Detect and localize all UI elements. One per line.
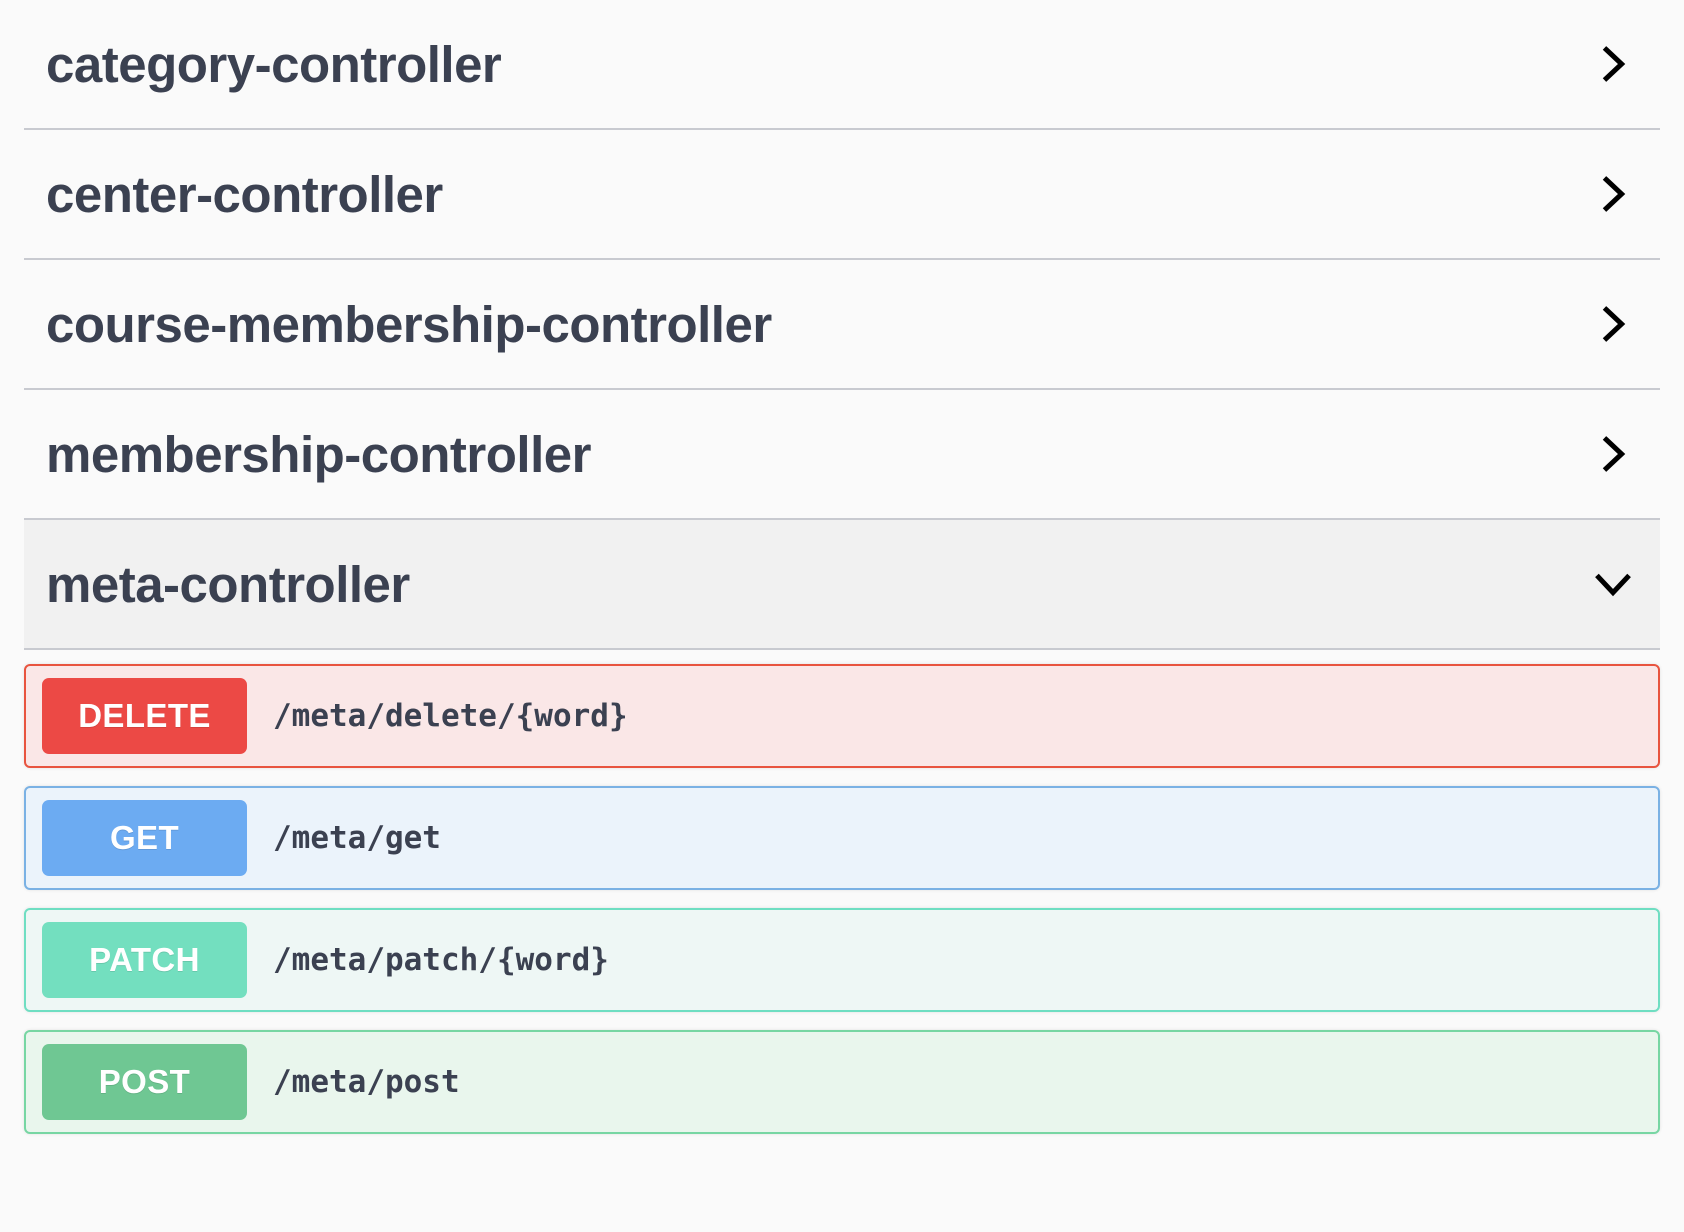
method-badge: POST bbox=[42, 1044, 247, 1120]
chevron-right-icon[interactable] bbox=[1590, 171, 1636, 217]
operation-row[interactable]: POST /meta/post bbox=[24, 1030, 1660, 1134]
operation-row[interactable]: DELETE /meta/delete/{word} bbox=[24, 664, 1660, 768]
tag-header-course-membership-controller[interactable]: course-membership-controller bbox=[24, 260, 1660, 390]
tag-section-meta-controller: meta-controller bbox=[0, 520, 1684, 650]
tag-title: meta-controller bbox=[46, 555, 410, 613]
operation-path: /meta/delete/{word} bbox=[273, 698, 628, 734]
chevron-right-icon[interactable] bbox=[1590, 431, 1636, 477]
tag-header-membership-controller[interactable]: membership-controller bbox=[24, 390, 1660, 520]
operation-path: /meta/post bbox=[273, 1064, 460, 1100]
method-badge: DELETE bbox=[42, 678, 247, 754]
tag-section-membership-controller: membership-controller bbox=[0, 390, 1684, 520]
tag-header-meta-controller[interactable]: meta-controller bbox=[24, 520, 1660, 650]
tag-header-category-controller[interactable]: category-controller bbox=[24, 0, 1660, 130]
chevron-right-icon[interactable] bbox=[1590, 41, 1636, 87]
method-badge: PATCH bbox=[42, 922, 247, 998]
operation-row[interactable]: PATCH /meta/patch/{word} bbox=[24, 908, 1660, 1012]
operation-path: /meta/patch/{word} bbox=[273, 942, 609, 978]
operation-path: /meta/get bbox=[273, 820, 441, 856]
chevron-down-icon[interactable] bbox=[1590, 561, 1636, 607]
tag-title: center-controller bbox=[46, 165, 443, 223]
tag-title: course-membership-controller bbox=[46, 295, 772, 353]
tag-section-center-controller: center-controller bbox=[0, 130, 1684, 260]
chevron-right-icon[interactable] bbox=[1590, 301, 1636, 347]
tag-section-category-controller: category-controller bbox=[0, 0, 1684, 130]
operation-row[interactable]: GET /meta/get bbox=[24, 786, 1660, 890]
method-badge: GET bbox=[42, 800, 247, 876]
tag-title: membership-controller bbox=[46, 425, 591, 483]
operations-meta-controller: DELETE /meta/delete/{word} GET /meta/get… bbox=[0, 664, 1684, 1134]
tag-header-center-controller[interactable]: center-controller bbox=[24, 130, 1660, 260]
tag-title: category-controller bbox=[46, 35, 502, 93]
tag-section-course-membership-controller: course-membership-controller bbox=[0, 260, 1684, 390]
